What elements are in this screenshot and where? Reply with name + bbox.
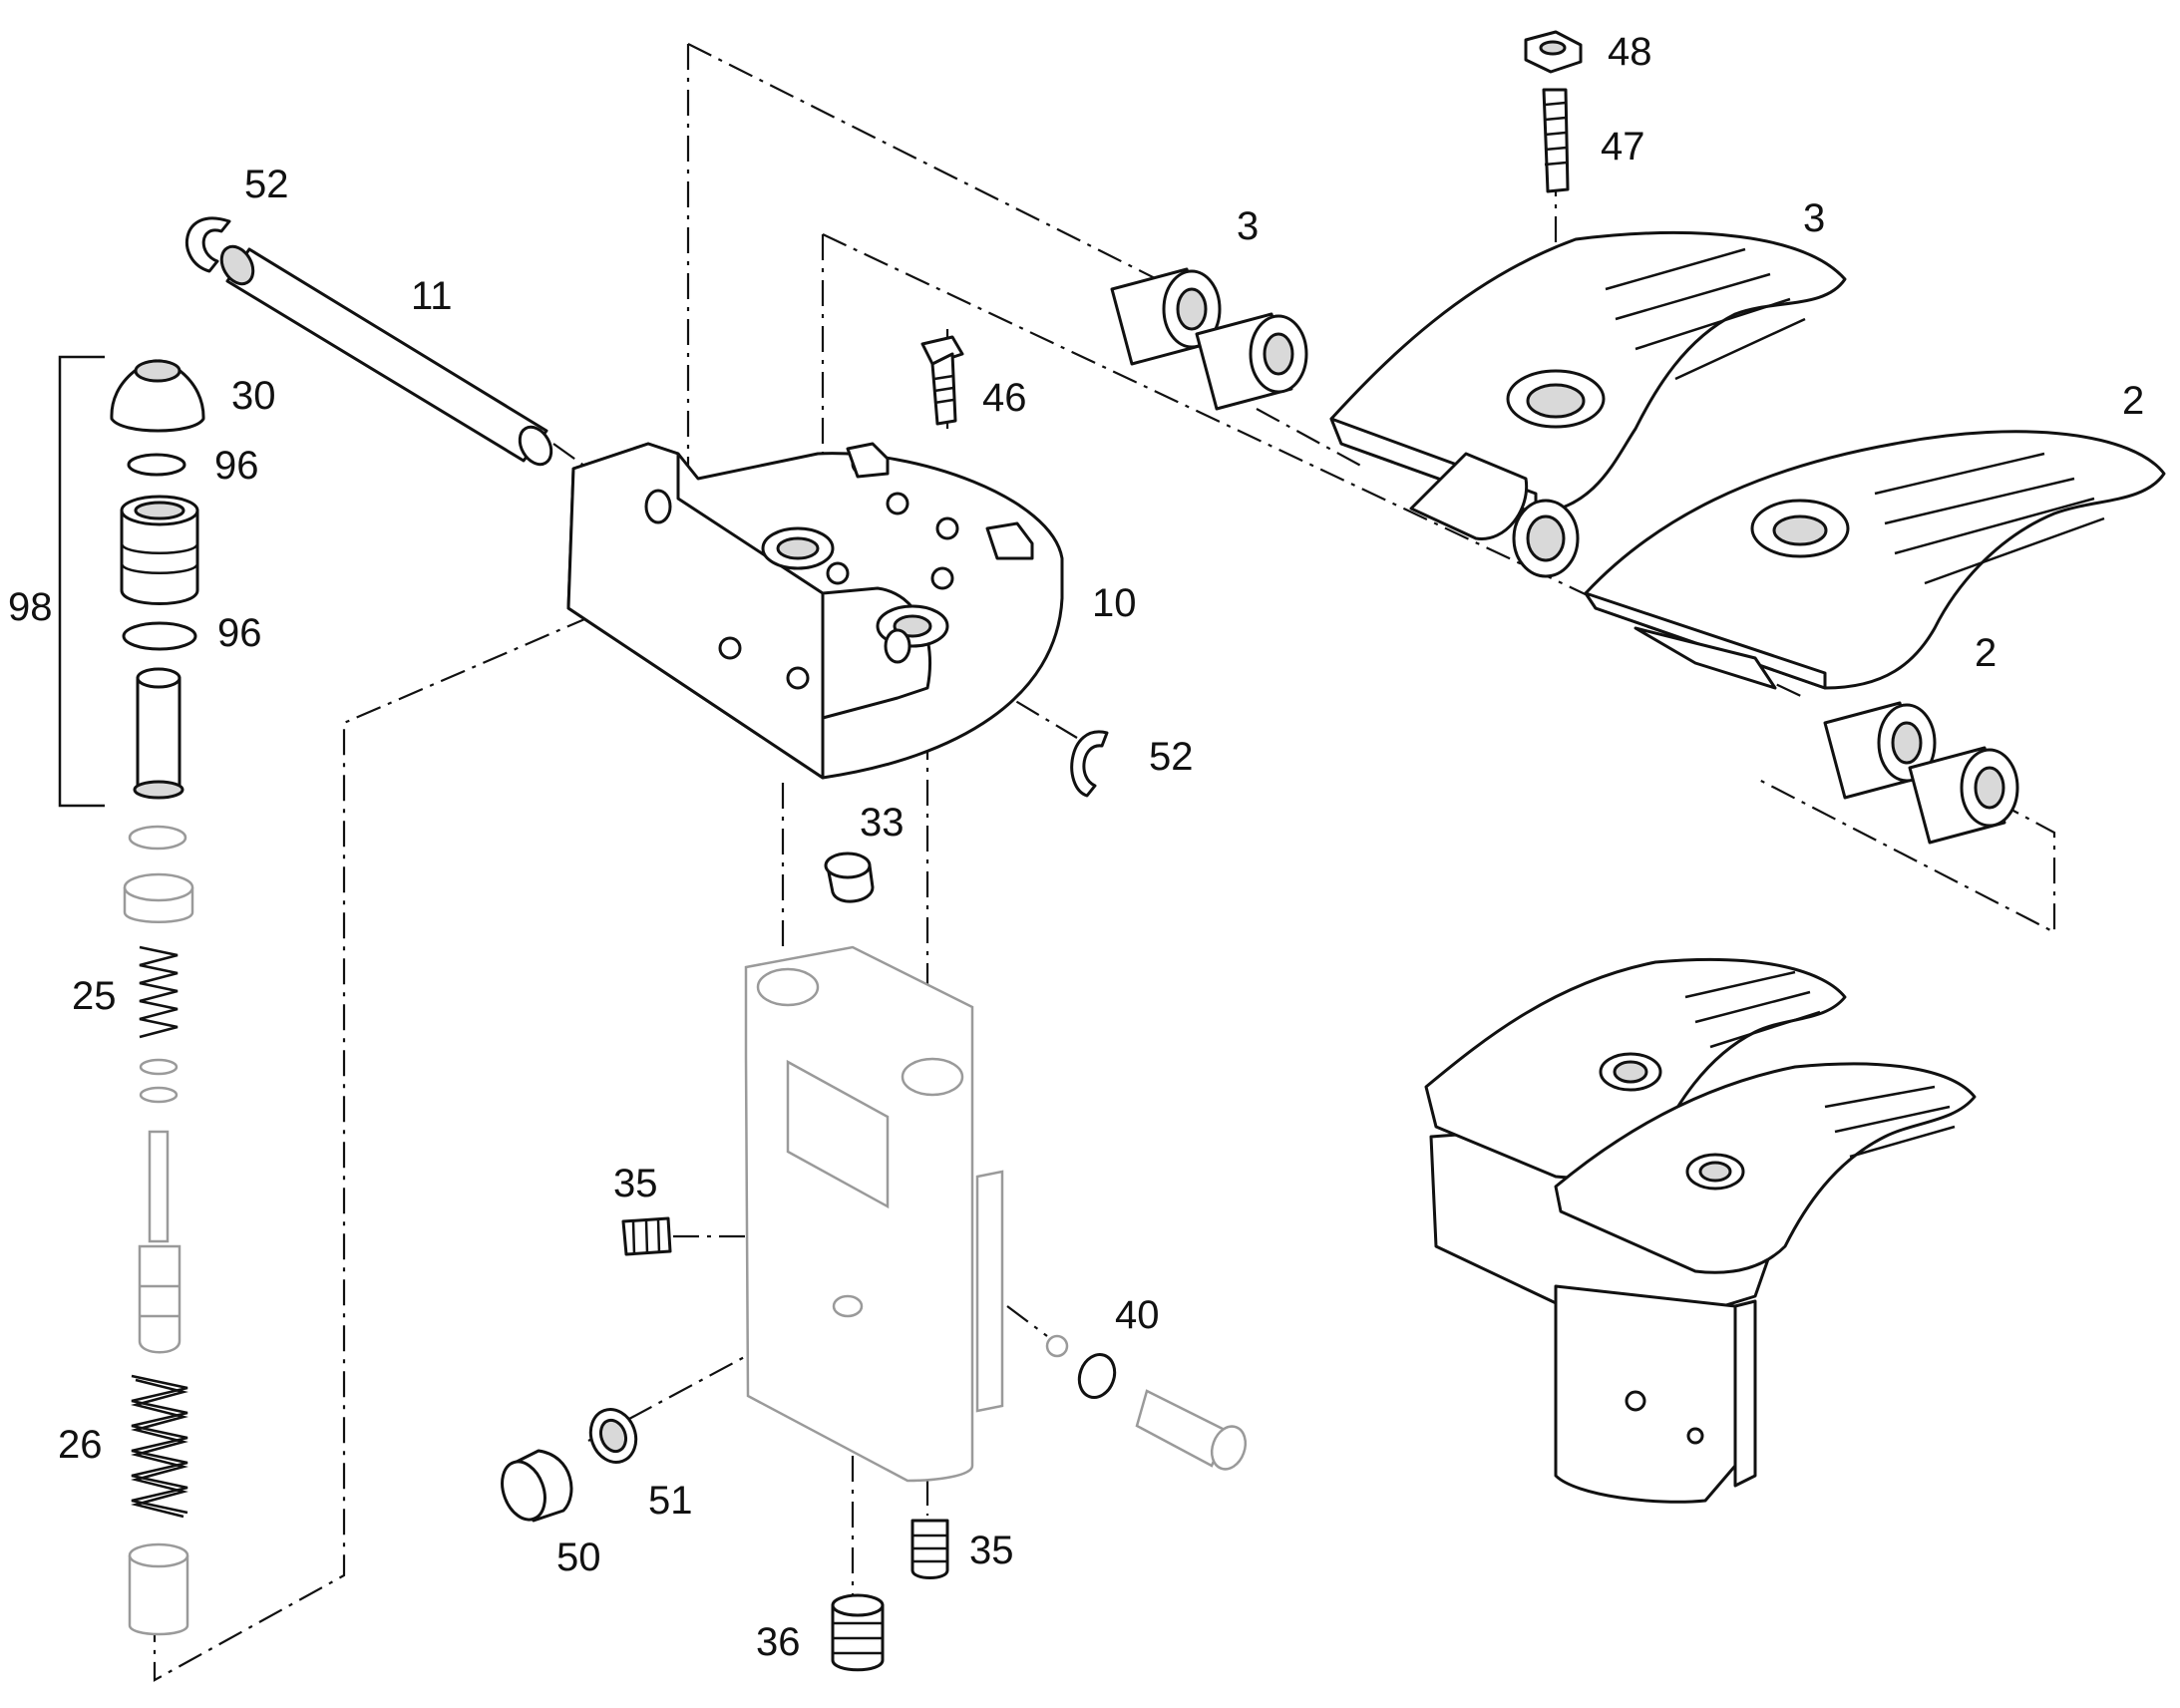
label-96-upper: 96 <box>214 444 259 488</box>
label-26: 26 <box>58 1423 103 1467</box>
label-3-bushings: 3 <box>1237 204 1259 248</box>
label-46: 46 <box>982 376 1027 420</box>
pedal-2 <box>1584 430 2166 690</box>
stud-47 <box>1542 88 1570 193</box>
label-47: 47 <box>1601 125 1645 169</box>
label-40: 40 <box>1115 1293 1160 1337</box>
bushing-light <box>123 872 194 923</box>
retaining-clip-52-right <box>1070 730 1109 798</box>
label-51: 51 <box>648 1479 693 1523</box>
pedal-base-10 <box>566 442 1064 780</box>
spring-26 <box>131 1374 188 1519</box>
label-48: 48 <box>1608 30 1652 74</box>
washer-light <box>128 825 187 851</box>
label-11: 11 <box>411 274 453 318</box>
washer-51 <box>588 1408 638 1464</box>
o-ring-40 <box>1077 1353 1117 1399</box>
label-2-pedal: 2 <box>2122 379 2144 423</box>
bushing-3-left <box>1110 267 1222 366</box>
label-52-left: 52 <box>244 163 289 206</box>
o-ring-96-lower <box>122 621 197 651</box>
label-30: 30 <box>231 374 276 418</box>
label-35-lower: 35 <box>969 1529 1014 1572</box>
label-10: 10 <box>1092 581 1137 625</box>
bolt-46 <box>920 335 964 426</box>
label-33: 33 <box>860 801 905 845</box>
label-96-lower: 96 <box>217 611 262 655</box>
boot-30 <box>110 359 205 433</box>
label-98: 98 <box>8 585 53 629</box>
label-52-right: 52 <box>1149 735 1194 779</box>
ball <box>1045 1334 1069 1358</box>
valve-light <box>1135 1389 1248 1471</box>
bushing-2-right <box>1908 746 2019 845</box>
retaining-clip-52-left <box>185 216 231 273</box>
part-labels: 52 11 30 96 98 96 25 26 10 46 48 47 3 3 … <box>8 30 2144 1664</box>
label-36: 36 <box>756 1620 801 1664</box>
spring-25 <box>139 945 179 1039</box>
sleeve <box>120 495 199 605</box>
assembled-pedal-view <box>1424 957 1977 1504</box>
washer-small-1 <box>139 1058 179 1076</box>
set-screw-36 <box>831 1593 885 1672</box>
label-35-upper: 35 <box>613 1162 658 1205</box>
o-ring-96-upper <box>127 453 186 477</box>
plug-33 <box>824 852 875 903</box>
set-screw-35-lower <box>910 1519 949 1579</box>
plug-50 <box>501 1449 573 1523</box>
kit-bracket-98 <box>58 355 105 808</box>
plunger-light <box>138 1130 182 1354</box>
nut-48 <box>1524 30 1583 74</box>
label-25: 25 <box>72 974 117 1018</box>
bushing-3-right <box>1195 312 1308 411</box>
label-3-pedal: 3 <box>1803 196 1825 240</box>
pedal-3 <box>1329 231 1847 578</box>
washer-small-2 <box>139 1086 179 1104</box>
plunger-guide <box>133 667 184 800</box>
label-50: 50 <box>556 1536 601 1579</box>
piston-light <box>128 1542 189 1636</box>
shaft-11 <box>219 244 553 467</box>
set-screw-35-upper <box>621 1216 672 1256</box>
label-2-bushings: 2 <box>1975 631 1997 675</box>
pedal-housing <box>744 945 1004 1483</box>
